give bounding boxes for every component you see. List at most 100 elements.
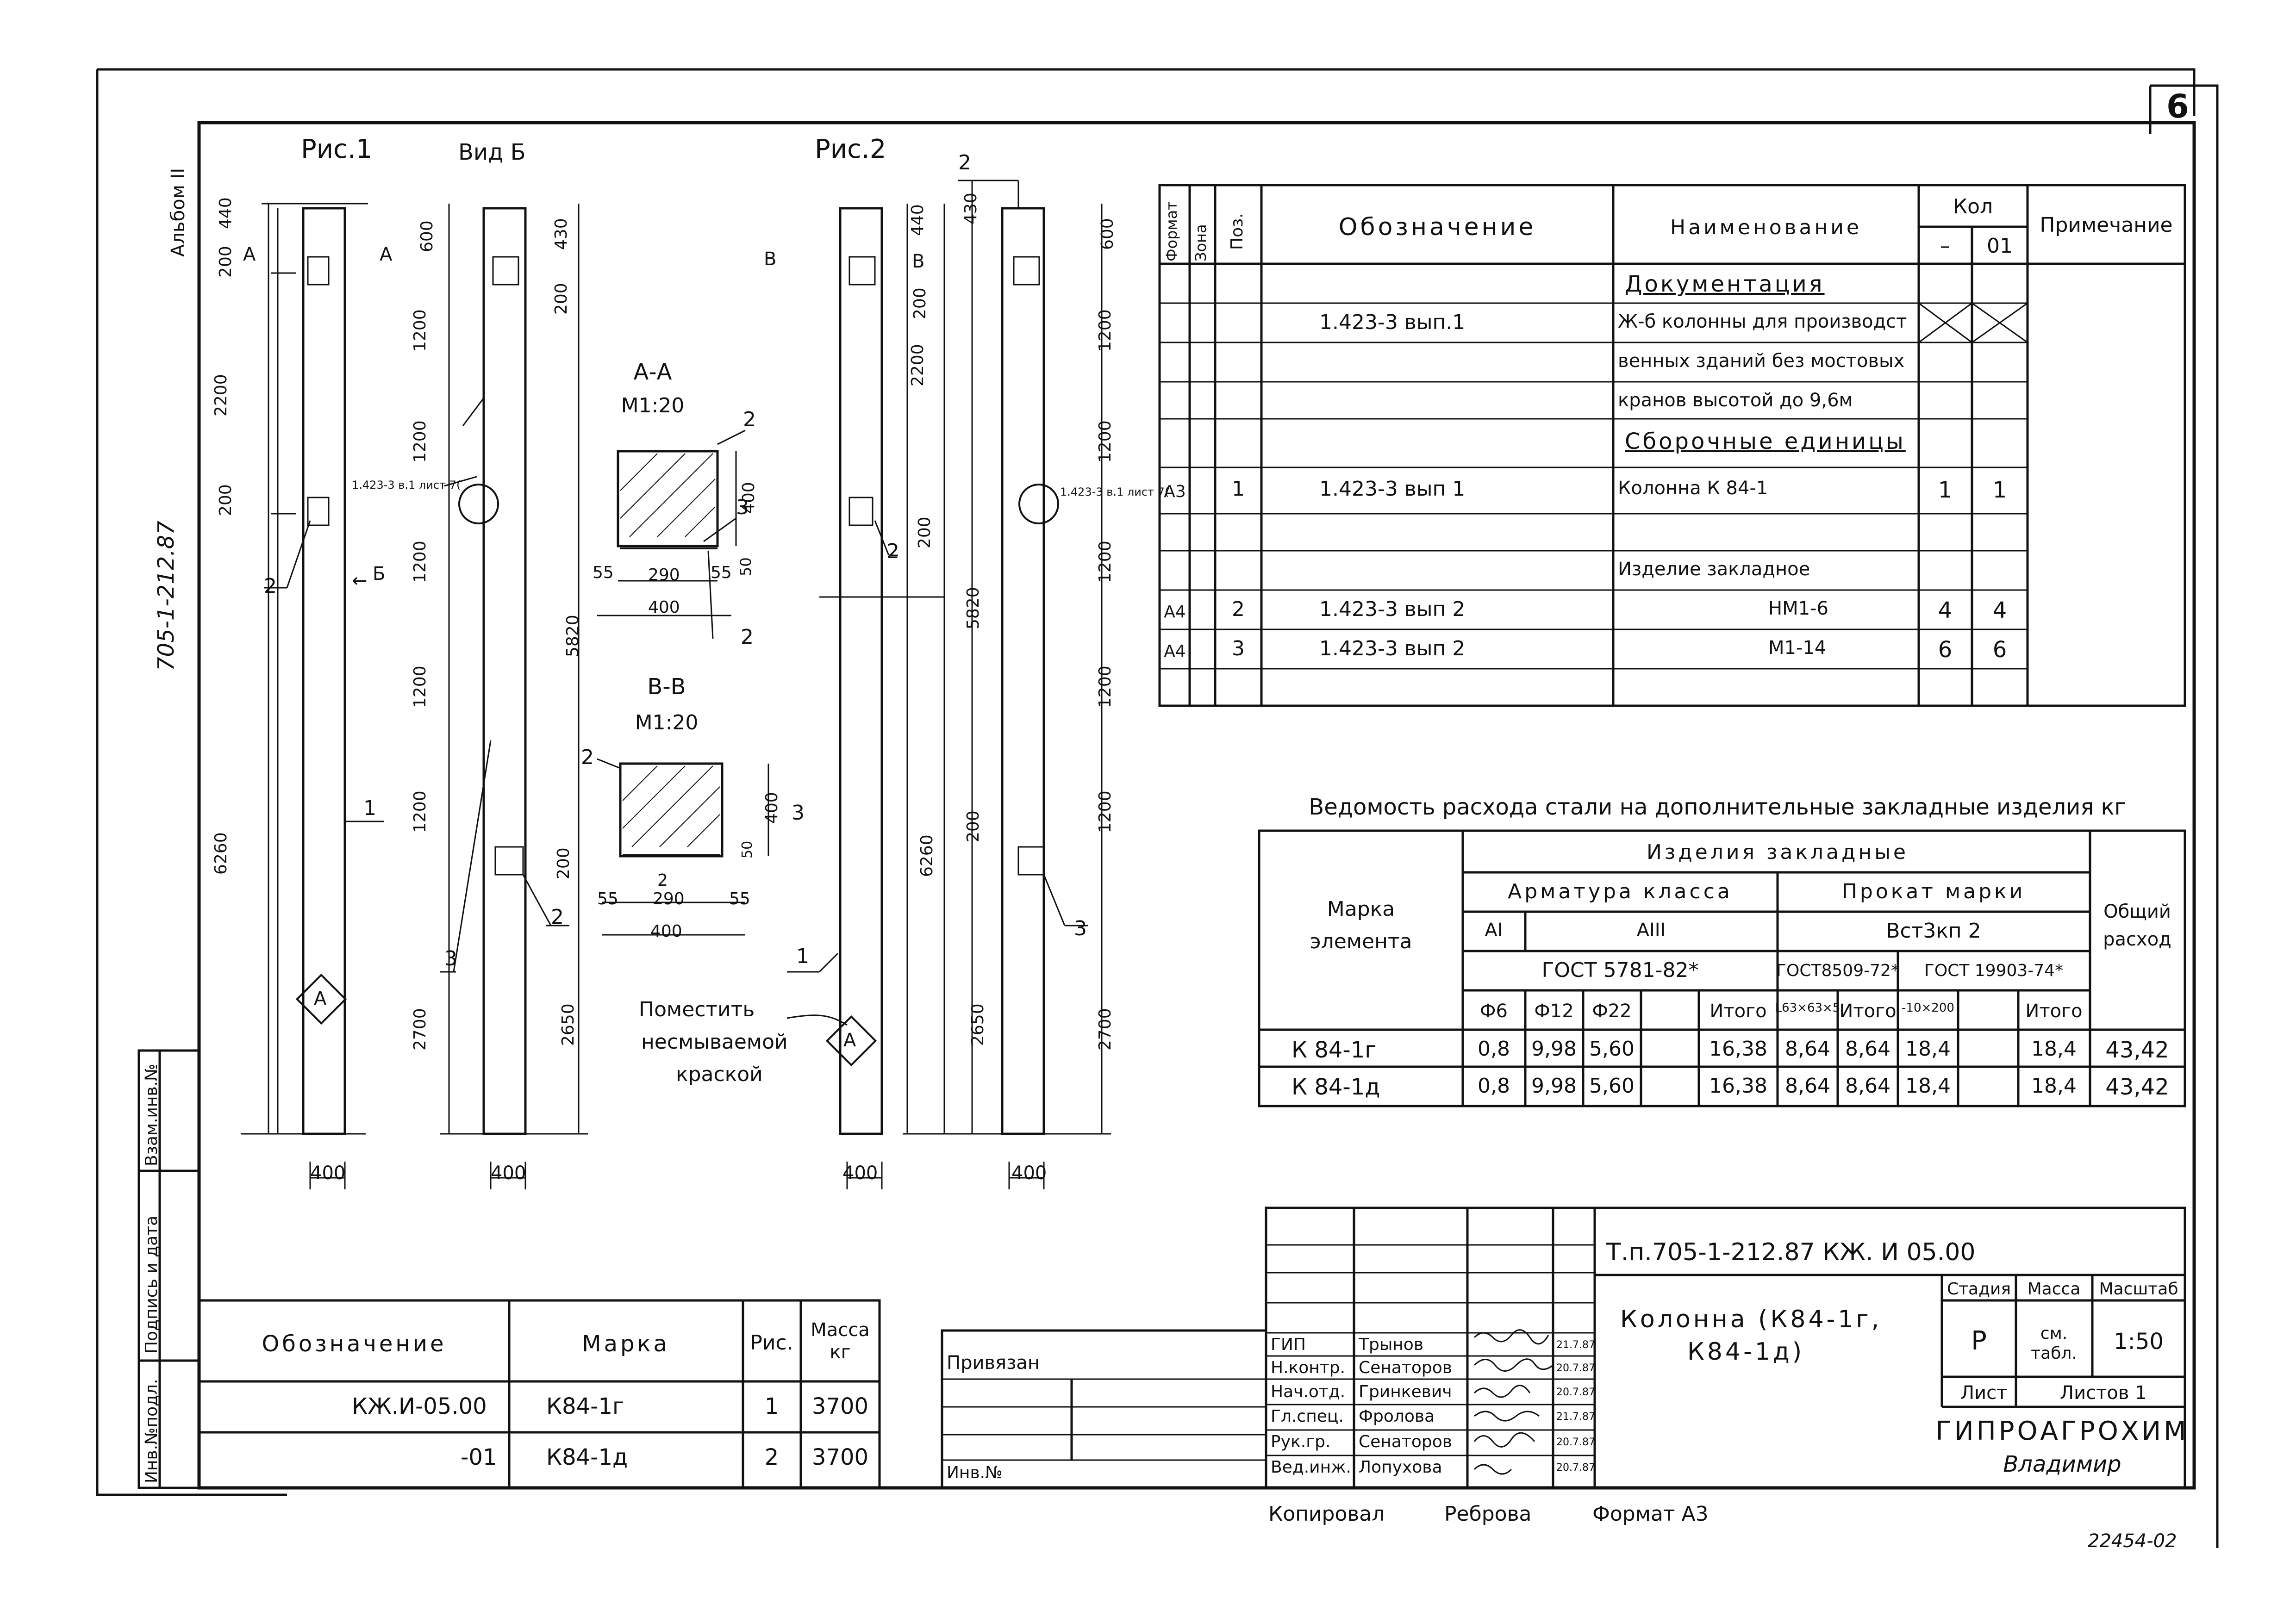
tb-date: 20.7.87 xyxy=(1556,1436,1595,1448)
steel-h-items: Изделия закладные xyxy=(1647,840,1909,864)
tb-role: ГИП xyxy=(1271,1335,1306,1354)
tb-scale-h: Масштаб xyxy=(2099,1280,2178,1299)
dim-fig1-6260: 6260 xyxy=(212,832,231,875)
tb-date: 21.7.87 xyxy=(1556,1339,1595,1351)
steel-row-value: 16,38 xyxy=(1709,1074,1767,1098)
dim-f2r-1200c: 1200 xyxy=(1096,541,1115,583)
binding-label: Привязан xyxy=(947,1352,1040,1374)
spec-h-qty: Кол xyxy=(1953,195,1993,218)
steel-h-gost2: ГОСТ8509-72* xyxy=(1776,961,1899,980)
spec-cell-name: Изделие закладное xyxy=(1618,559,1810,580)
mark-diamond-fig1-letter: А xyxy=(314,988,327,1009)
dim-fig2-2650: 2650 xyxy=(968,1003,987,1046)
spec-cell-name: М1-14 xyxy=(1768,637,1827,659)
spec-cell-qty-1: 6 xyxy=(1938,637,1953,663)
steel-row-value: 8,64 xyxy=(1845,1037,1890,1061)
object-name-2: К84-1д) xyxy=(1687,1338,1805,1366)
dim-vb-1200c: 1200 xyxy=(411,541,430,583)
steel-row-value: 5,60 xyxy=(1589,1074,1635,1098)
steel-h-rebar: Арматура класса xyxy=(1508,880,1733,903)
copy-note-copied: Копировал xyxy=(1268,1502,1385,1526)
steel-row-value: 18,4 xyxy=(1905,1037,1951,1061)
dim-f2r-1200d: 1200 xyxy=(1096,665,1115,708)
spec-cell-format: А3 xyxy=(1164,482,1186,501)
aa-pos-2-top: 2 xyxy=(743,408,756,431)
dim-f2r-1200a: 1200 xyxy=(1096,309,1115,352)
fig2-pos-2: 2 xyxy=(886,540,899,563)
dim-fig2-200b: 200 xyxy=(915,516,934,548)
dim-aa-55b: 55 xyxy=(711,563,732,582)
dim-fig1-200b: 200 xyxy=(216,484,235,516)
marks-row-fig: 1 xyxy=(764,1393,779,1419)
spec-cell-pos: 3 xyxy=(1232,637,1245,660)
cut-b-left: В xyxy=(764,249,777,270)
fig2-title: Рис.2 xyxy=(815,134,886,164)
steel-row-value: 5,60 xyxy=(1589,1037,1635,1061)
f2r-pos-3: 3 xyxy=(1074,917,1087,940)
spec-cell-name: венных зданий без мостовых xyxy=(1618,350,1905,372)
copy-note-format: Формат А3 xyxy=(1592,1502,1709,1526)
steel-row-value: 18,4 xyxy=(2031,1037,2077,1061)
steel-h-rolled: Прокат марки xyxy=(1841,880,2026,903)
dim-vb-600: 600 xyxy=(418,220,437,252)
steel-col-header: Ф6 xyxy=(1480,1001,1508,1022)
spec-cell-designation: 1.423-3 вып 2 xyxy=(1319,597,1466,621)
marks-row-mark: К84-1г xyxy=(546,1393,624,1419)
ref-note-left: 1.423-3 в.1 лист 7( xyxy=(352,479,461,491)
steel-row-value: 0,8 xyxy=(1478,1074,1510,1098)
dim-f2r-2700: 2700 xyxy=(1096,1008,1115,1051)
dim-aa-400-h: 400 xyxy=(648,598,680,617)
spec-cell-designation: 1.423-3 вып.1 xyxy=(1319,311,1466,334)
tb-mass: см. табл. xyxy=(2031,1324,2077,1363)
dim-vbr-430: 430 xyxy=(552,218,571,250)
tb-date: 21.7.87 xyxy=(1556,1411,1595,1423)
dim-bb-290: 290 xyxy=(653,889,685,908)
dim-aa-55a: 55 xyxy=(593,563,614,582)
detail-circle-left xyxy=(458,484,499,524)
dim-fig2-2200: 2200 xyxy=(908,344,927,386)
dim-fig2-6260: 6260 xyxy=(917,834,936,877)
spec-cell-name: Документация xyxy=(1625,271,1825,297)
steel-col-header: Ф22 xyxy=(1592,1001,1632,1022)
dim-vb-width: 400 xyxy=(491,1163,526,1184)
marks-row-mass: 3700 xyxy=(811,1393,869,1419)
steel-h-ai: АI xyxy=(1485,920,1503,941)
marks-row-designation: -01 xyxy=(461,1444,497,1470)
dim-fig2-200c: 200 xyxy=(964,810,983,842)
dim-vb-1200a: 1200 xyxy=(411,309,430,352)
tb-role: Рук.гр. xyxy=(1271,1432,1331,1451)
dim-f2r-430: 430 xyxy=(961,193,980,224)
steel-col-header: Итого xyxy=(1710,1001,1767,1022)
tb-stage: Р xyxy=(1971,1326,1987,1356)
tb-city: Владимир xyxy=(2003,1451,2121,1477)
dim-bb-400-v: 400 xyxy=(762,792,781,824)
tb-person-name: Лопухова xyxy=(1359,1458,1442,1477)
dim-fig2-440: 440 xyxy=(908,204,927,236)
marks-row-fig: 2 xyxy=(764,1444,779,1470)
fig1-pos-1: 1 xyxy=(363,796,376,820)
bb-pos-3: 3 xyxy=(792,801,805,825)
tb-person-name: Трынов xyxy=(1359,1335,1424,1354)
spec-cell-name: Колонна К 84-1 xyxy=(1618,478,1768,499)
steel-title: Ведомость расхода стали на дополнительны… xyxy=(1309,794,2126,820)
spec-cell-qty-1: 1 xyxy=(1938,477,1953,503)
binding-inv: Инв.№ xyxy=(947,1463,1003,1482)
dim-fig2-width: 400 xyxy=(842,1163,878,1184)
spec-cell-designation: 1.423-3 вып 1 xyxy=(1319,477,1466,501)
album-label: Альбом II xyxy=(168,168,189,257)
dim-f2r-1200b: 1200 xyxy=(1096,420,1115,463)
tb-person-name: Фролова xyxy=(1359,1407,1435,1426)
spec-cell-name: Ж-б колонны для производст xyxy=(1618,311,1907,332)
dim-bb-2: 2 xyxy=(657,871,668,890)
paint-note-3: краской xyxy=(676,1063,763,1086)
dim-vb-1200d: 1200 xyxy=(411,665,430,708)
steel-row-value: 8,64 xyxy=(1785,1037,1830,1061)
mark-diamond-fig2-letter: А xyxy=(843,1030,856,1051)
spec-h-pos: Поз. xyxy=(1228,213,1247,250)
spec-cell-format: А4 xyxy=(1164,603,1186,622)
dim-f2r-width: 400 xyxy=(1011,1163,1047,1184)
spec-cell-qty-1: 4 xyxy=(1938,597,1953,623)
steel-col-header: L63×63×5 xyxy=(1775,1001,1841,1015)
aa-pos-2-bottom: 2 xyxy=(741,625,754,649)
